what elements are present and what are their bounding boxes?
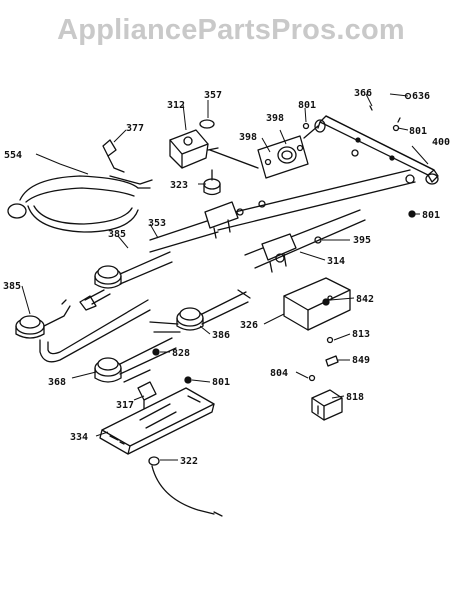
part-label-377: 377 bbox=[126, 123, 144, 134]
screw-801-top bbox=[302, 122, 310, 130]
leader-lines bbox=[21, 93, 429, 461]
burner-368 bbox=[94, 337, 177, 383]
part-label-395: 395 bbox=[353, 235, 371, 246]
part-label-312: 312 bbox=[167, 100, 185, 111]
wire-554 bbox=[7, 175, 153, 233]
part-label-353: 353 bbox=[148, 218, 166, 229]
part-label-366: 366 bbox=[354, 88, 372, 99]
clip-377 bbox=[102, 139, 125, 173]
regulator-312 bbox=[169, 129, 219, 169]
shield-326 bbox=[283, 277, 351, 331]
screw-813 bbox=[326, 336, 334, 344]
part-label-368: 368 bbox=[48, 377, 66, 388]
part-label-801: 801 bbox=[212, 377, 230, 388]
part-849 bbox=[325, 355, 339, 367]
part-label-801: 801 bbox=[409, 126, 427, 137]
nut-395 bbox=[314, 236, 322, 244]
part-label-554: 554 bbox=[4, 150, 22, 161]
screw-828 bbox=[152, 348, 160, 356]
part-label-842: 842 bbox=[356, 294, 374, 305]
part-label-398: 398 bbox=[239, 132, 257, 143]
part-label-801: 801 bbox=[298, 100, 316, 111]
fitting-323 bbox=[203, 169, 221, 196]
part-label-636: 636 bbox=[412, 91, 430, 102]
watermark: AppliancePartsPros.com bbox=[57, 14, 405, 46]
module-818 bbox=[311, 389, 343, 421]
part-label-323: 323 bbox=[170, 180, 188, 191]
part-label-385: 385 bbox=[3, 281, 21, 292]
part-label-322: 322 bbox=[180, 456, 198, 467]
part-label-386: 386 bbox=[212, 330, 230, 341]
part-label-334: 334 bbox=[70, 432, 88, 443]
part-label-398: 398 bbox=[266, 113, 284, 124]
manifold-pipe bbox=[314, 105, 439, 185]
part-label-813: 813 bbox=[352, 329, 370, 340]
part-label-317: 317 bbox=[116, 400, 134, 411]
part-label-326: 326 bbox=[240, 320, 258, 331]
support-334 bbox=[99, 387, 215, 455]
part-label-400: 400 bbox=[432, 137, 450, 148]
part-label-849: 849 bbox=[352, 355, 370, 366]
part-label-828: 828 bbox=[172, 348, 190, 359]
part-label-801: 801 bbox=[422, 210, 440, 221]
part-labels: 312 357 801 366 636 377 398 398 801 400 554 323 801 3… bbox=[3, 88, 450, 467]
part-label-357: 357 bbox=[204, 90, 222, 101]
wire-322 bbox=[148, 456, 223, 517]
bracket-398 bbox=[209, 125, 319, 179]
burner-385-upper bbox=[79, 251, 173, 311]
valve-upper bbox=[204, 200, 266, 239]
washer-357 bbox=[199, 119, 215, 129]
part-label-804: 804 bbox=[270, 368, 288, 379]
part-label-385: 385 bbox=[108, 229, 126, 240]
screw-801-lower bbox=[184, 376, 192, 384]
valve-314 bbox=[261, 233, 297, 273]
part-label-314: 314 bbox=[327, 256, 345, 267]
part-label-818: 818 bbox=[346, 392, 364, 403]
screw-804 bbox=[308, 374, 316, 382]
screw-842 bbox=[322, 298, 330, 306]
burner-tubes bbox=[149, 169, 416, 269]
burner-386 bbox=[149, 289, 251, 333]
screw-801-b bbox=[392, 124, 400, 132]
burner-385-left bbox=[15, 299, 151, 363]
